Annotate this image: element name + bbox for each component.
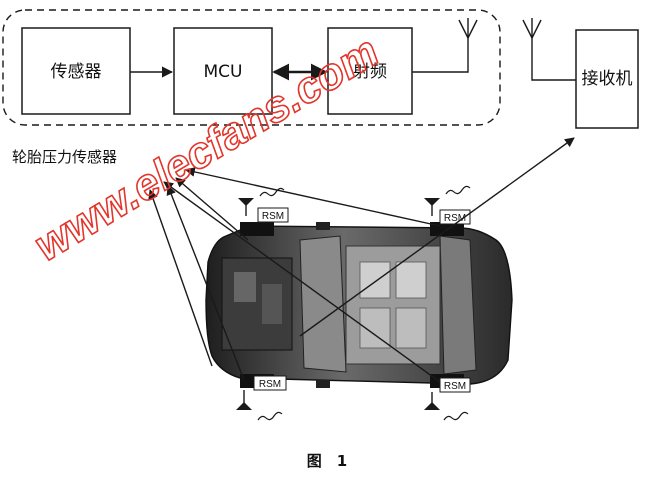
figure-title: 图 1: [307, 452, 347, 470]
rsm-rear-left: RSM: [424, 198, 471, 225]
sensor-module-boundary: [2, 9, 501, 126]
rsm-label: RSM: [262, 211, 284, 222]
rsm-label: RSM: [259, 379, 281, 390]
rsm-front-right: RSM: [236, 375, 287, 410]
rsm-rear-right: RSM: [424, 377, 471, 410]
rf-label: 射频: [353, 62, 387, 82]
receiver-block: 接收机: [575, 29, 639, 129]
car-top-view: [205, 222, 513, 388]
signal-arrows: [148, 137, 575, 383]
rf-block: 射频: [327, 27, 413, 115]
mcu-block: MCU: [173, 27, 273, 115]
rsm-label: RSM: [444, 213, 466, 224]
rsm-front-left: RSM: [238, 198, 289, 223]
receiver-antenna-icon: [522, 18, 576, 81]
rf-antenna-icon: [412, 18, 478, 73]
receiver-label: 接收机: [582, 69, 633, 89]
mcu-label: MCU: [204, 62, 243, 82]
sensor-block: 传感器: [21, 27, 131, 115]
wireless-signal-icons: [257, 185, 471, 421]
rsm-label: RSM: [444, 381, 466, 392]
module-caption: 轮胎压力传感器: [12, 148, 117, 166]
sensor-label: 传感器: [51, 62, 102, 82]
